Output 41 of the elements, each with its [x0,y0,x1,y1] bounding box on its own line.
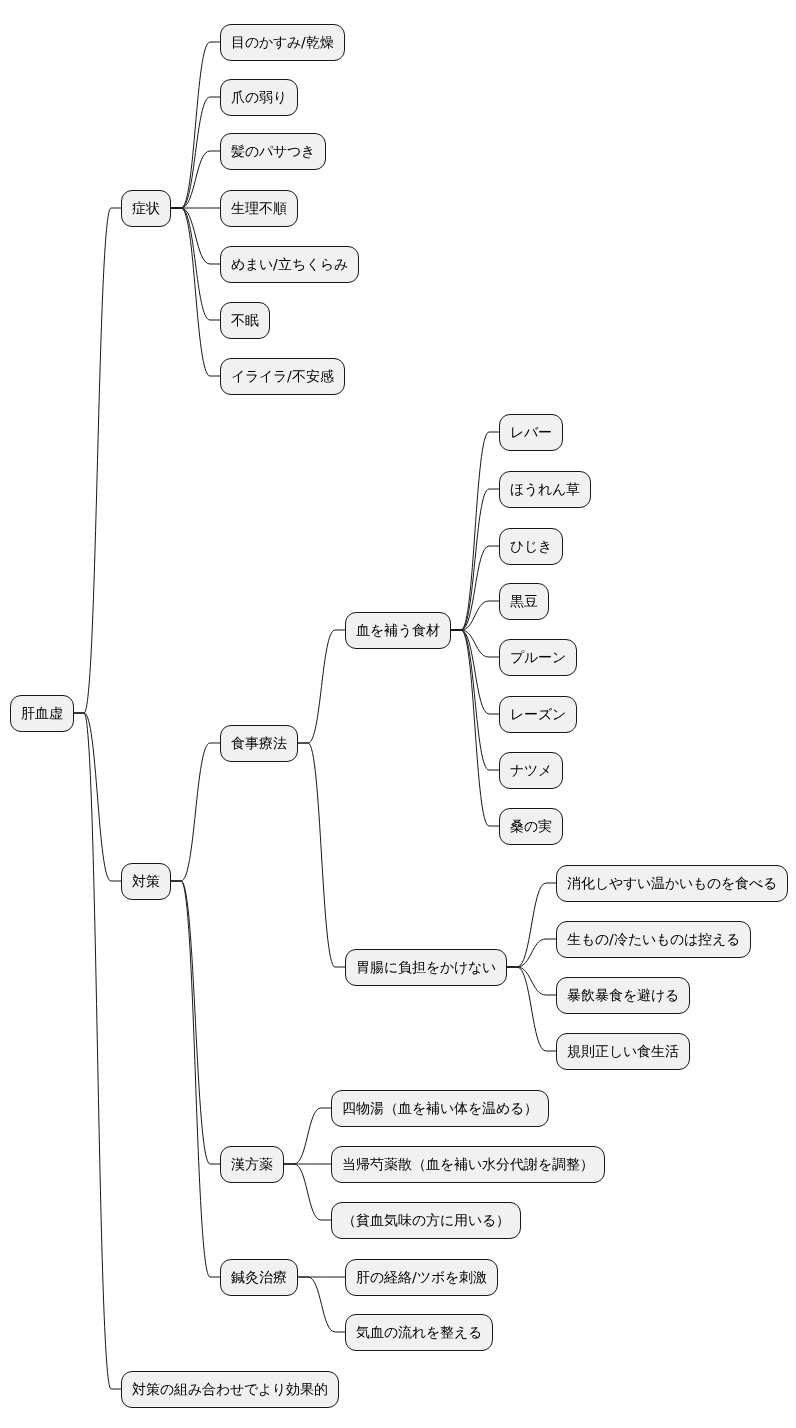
topic-node: レバー [499,413,563,451]
topic-node: 暴飲暴食を避ける [556,976,690,1014]
branch-line [450,629,500,827]
topic-node: 四物湯（血を補い体を温める） [331,1089,549,1127]
topic-node: 生理不順 [220,189,298,227]
topic-node: 桑の実 [499,807,563,845]
topic-node: 目のかすみ/乾燥 [220,23,345,61]
branch-line [73,712,122,1390]
topic-node: レーズン [499,695,577,733]
topic-node: 血を補う食材 [345,611,451,649]
topic-node: ひじき [499,527,563,565]
topic-node: 症状 [121,189,171,227]
topic-node: ナツメ [499,751,563,789]
topic-node: 黒豆 [499,582,549,620]
topic-node: 鍼灸治療 [220,1258,298,1296]
topic-node: 対策の組み合わせでより効果的 [121,1370,339,1408]
topic-node: 生もの/冷たいものは控える [556,920,751,958]
topic-node: ほうれん草 [499,470,591,508]
topic-node: 肝の経絡/ツボを刺激 [345,1258,498,1296]
topic-node: 爪の弱り [220,78,298,116]
branch-line [283,1163,332,1221]
branch-line [506,966,557,1052]
topic-node: 食事療法 [220,724,298,762]
topic-node: プルーン [499,638,577,676]
branch-line [297,742,346,968]
topic-node: 漢方薬 [220,1145,284,1183]
topic-node: （貧血気味の方に用いる） [331,1201,521,1239]
topic-node: 気血の流れを整える [345,1313,493,1351]
topic-node: 胃腸に負担をかけない [345,948,507,986]
topic-node: 当帰芍薬散（血を補い水分代謝を調整） [331,1145,605,1183]
central-topic: 肝血虚 [10,694,74,732]
branch-line [170,207,221,377]
topic-node: 髪のパサつき [220,132,326,170]
topic-node: 対策 [121,862,171,900]
branch-line [170,880,221,1278]
topic-node: 消化しやすい温かいものを食べる [556,864,788,902]
topic-node: 規則正しい食生活 [556,1032,690,1070]
branch-line [297,1276,346,1333]
topic-node: めまい/立ちくらみ [220,245,359,283]
topic-node: 不眠 [220,301,270,339]
topic-node: イライラ/不安感 [220,357,345,395]
